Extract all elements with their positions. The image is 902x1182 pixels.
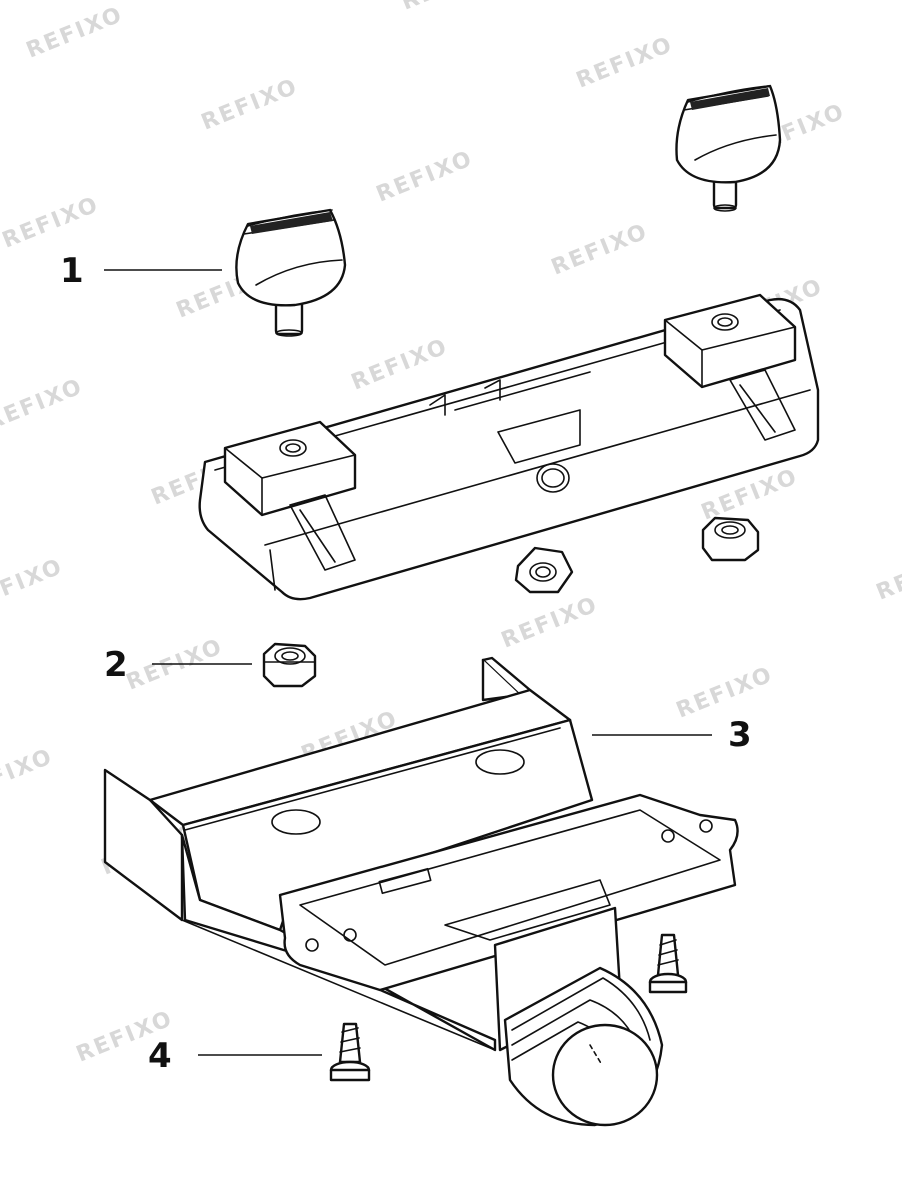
callout-label-3: 3: [728, 715, 752, 755]
watermark: REFIXO: [398, 0, 502, 16]
knob-right: [675, 84, 782, 212]
watermark: REFIXO: [673, 662, 777, 723]
watermark: REFIXO: [0, 374, 87, 435]
knob-left: [235, 208, 347, 337]
watermark: REFIXO: [548, 219, 652, 280]
watermark: REFIXO: [0, 554, 67, 615]
hex-nut-right: [701, 516, 760, 562]
screw-left: [329, 1022, 371, 1082]
bracket-housing: [103, 656, 739, 1127]
watermark: REFIXO: [498, 592, 602, 653]
hex-nut-mid: [514, 546, 574, 594]
screw-right: [648, 933, 688, 994]
watermark: REFIXO: [348, 334, 452, 395]
switch-base-plate: [198, 293, 820, 601]
callout-label-1: 1: [60, 251, 84, 291]
watermark: REFIXO: [373, 146, 477, 207]
watermark: REFIXO: [0, 744, 57, 805]
watermark: REFIXO: [123, 634, 227, 695]
watermark: REFIXO: [198, 74, 302, 135]
callout-label-2: 2: [104, 645, 128, 685]
hex-nut-left: [262, 642, 317, 688]
watermark: REFIXO: [0, 192, 103, 253]
watermark: REFIXO: [23, 2, 127, 63]
watermark: REFIXO: [573, 32, 677, 93]
callout-label-4: 4: [148, 1036, 172, 1076]
watermark: REFIXO: [873, 544, 902, 605]
